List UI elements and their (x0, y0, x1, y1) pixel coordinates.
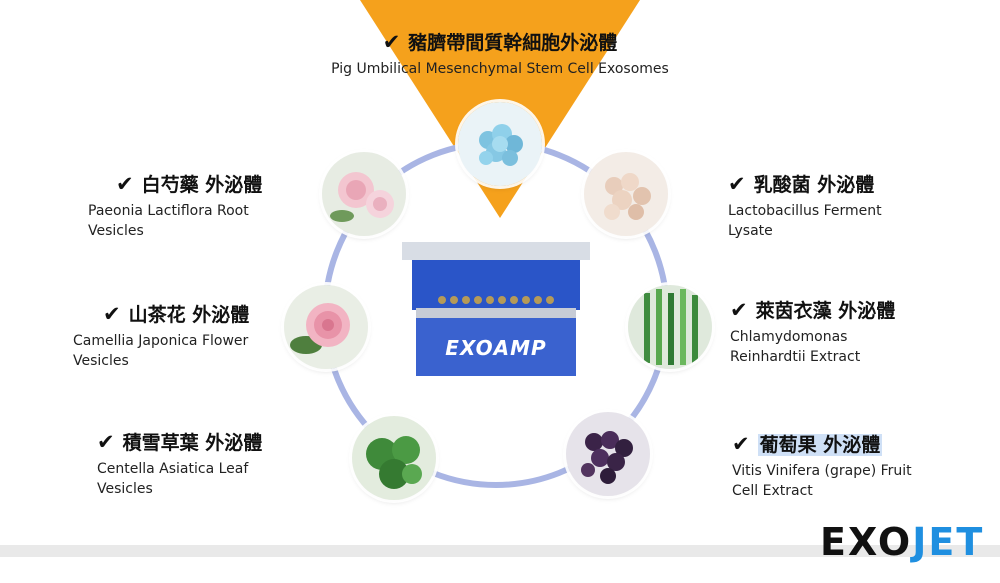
item-desc1: Camellia Japonica Flower (73, 333, 249, 349)
top-title: 豬臍帶間質幹細胞外泌體 (408, 32, 618, 54)
item-title: 積雪草葉 外泌體 (122, 432, 263, 454)
item-title: 萊茵衣藻 外泌體 (755, 300, 896, 322)
device-label: EXOAMP (445, 336, 547, 360)
item-title: 山茶花 外泌體 (128, 304, 250, 326)
check-icon: ✔ (97, 430, 115, 454)
item-desc2: Lysate (728, 223, 773, 239)
item-desc2: Reinhardtii Extract (730, 349, 861, 365)
item-title: 白芍藥 外泌體 (141, 174, 263, 196)
exojet-logo: EXOJET (820, 520, 984, 564)
logo-part2: JET (912, 520, 985, 564)
item-desc1: Lactobacillus Ferment (728, 203, 882, 219)
item-desc2: Cell Extract (732, 483, 813, 499)
item-desc2: Vesicles (88, 223, 144, 239)
check-icon: ✔ (730, 298, 748, 322)
orb-centella (352, 416, 436, 500)
orb-chlamydomonas (628, 285, 712, 369)
top-subtitle: Pig Umbilical Mesenchymal Stem Cell Exos… (331, 61, 669, 77)
item-title: 乳酸菌 外泌體 (753, 174, 875, 196)
item-desc1: Centella Asiatica Leaf (97, 461, 249, 477)
check-icon: ✔ (103, 302, 121, 326)
item-desc1: Vitis Vinifera (grape) Fruit (732, 463, 912, 479)
orb-stem-cell-exosomes (458, 102, 542, 186)
item-desc2: Vesicles (73, 353, 129, 369)
check-icon: ✔ (728, 172, 746, 196)
orb-paeonia (322, 152, 406, 236)
orb-grape (566, 412, 650, 496)
item-title: 葡萄果 外泌體 (757, 434, 883, 456)
orb-lactobacillus (584, 152, 668, 236)
item-desc1: Chlamydomonas (730, 329, 848, 345)
footer-bar (0, 545, 1000, 557)
check-icon: ✔ (382, 30, 401, 54)
orb-camellia (284, 285, 368, 369)
check-icon: ✔ (732, 432, 750, 456)
check-icon: ✔ (116, 172, 134, 196)
item-desc2: Vesicles (97, 481, 153, 497)
exoamp-device: EXOAMP (402, 238, 590, 378)
item-desc1: Paeonia Lactiflora Root (88, 203, 249, 219)
logo-part1: EXO (820, 520, 913, 564)
top-label: ✔ 豬臍帶間質幹細胞外泌體 Pig Umbilical Mesenchymal S… (300, 28, 700, 79)
